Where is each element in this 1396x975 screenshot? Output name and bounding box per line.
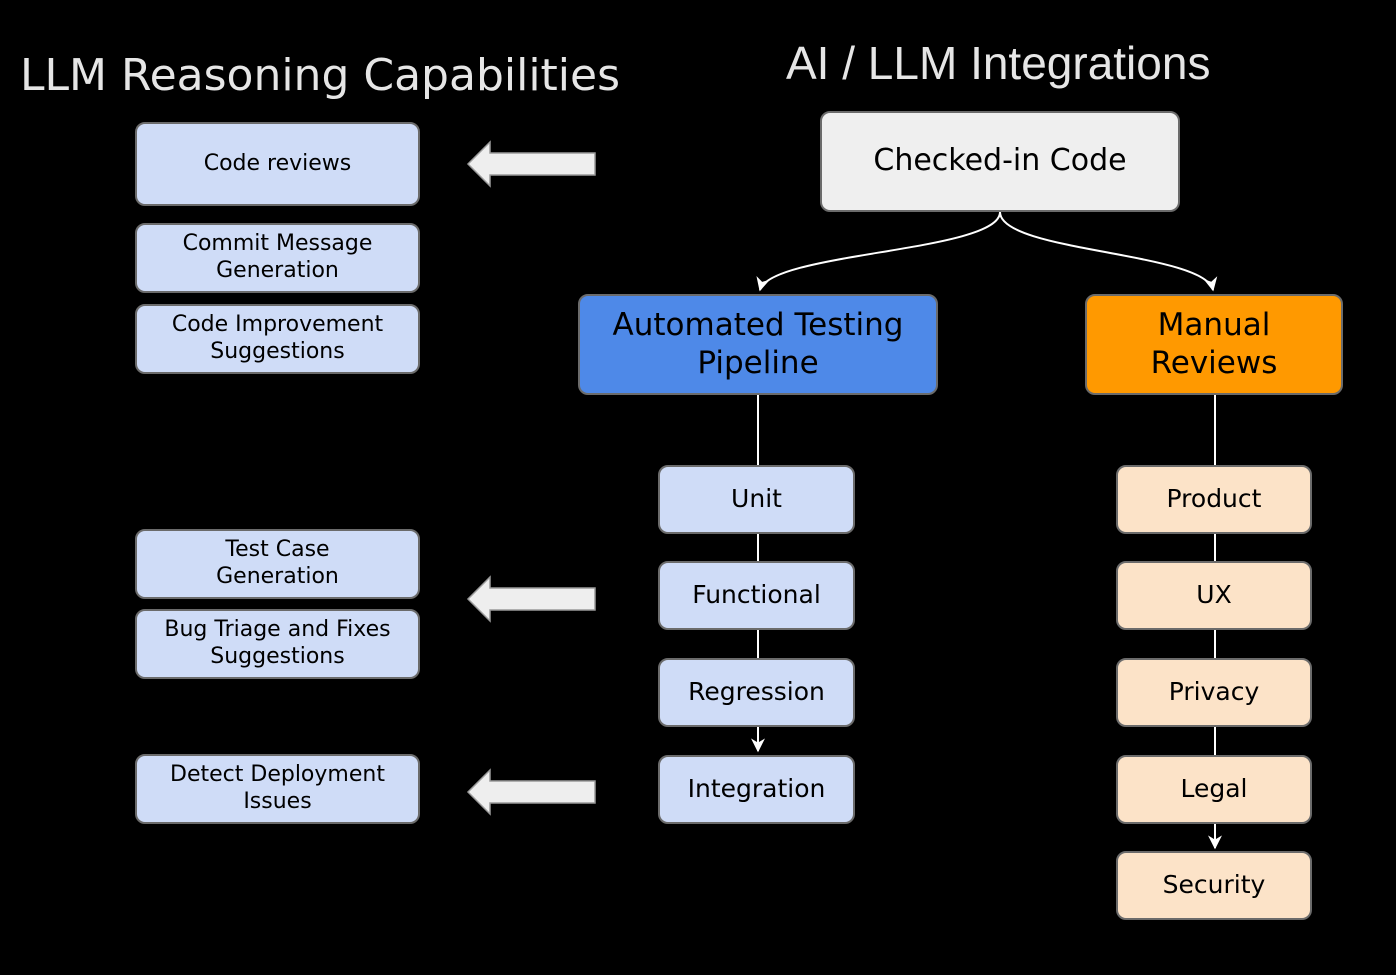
block-arrow-deployment [466, 768, 596, 816]
block-arrow-testing [466, 575, 596, 623]
review-stage-label: Product [1166, 484, 1262, 514]
automated-testing-pipeline-node: Automated Testing Pipeline [578, 294, 938, 395]
test-stage-functional: Functional [658, 561, 855, 630]
llm-capabilities-title: LLM Reasoning Capabilities [20, 50, 621, 101]
review-stage-label: UX [1196, 580, 1232, 610]
test-stage-unit: Unit [658, 465, 855, 534]
capability-label: Commit Message Generation [182, 231, 373, 283]
connector-source-to-pipeline [756, 211, 1001, 292]
capability-code-improvement-suggestions: Code Improvement Suggestions [135, 304, 420, 374]
capability-label: Code reviews [203, 150, 352, 176]
capability-commit-message-generation: Commit Message Generation [135, 223, 420, 293]
checked-in-code-label: Checked-in Code [873, 143, 1127, 179]
review-stage-label: Legal [1180, 774, 1248, 804]
review-stage-privacy: Privacy [1116, 658, 1312, 727]
review-stage-label: Privacy [1168, 677, 1260, 707]
review-stage-security: Security [1116, 851, 1312, 920]
test-stage-regression: Regression [658, 658, 855, 727]
capability-label: Code Improvement Suggestions [171, 312, 384, 364]
manual-reviews-label: Manual Reviews [1150, 306, 1278, 381]
review-stage-product: Product [1116, 465, 1312, 534]
manual-reviews-node: Manual Reviews [1085, 294, 1343, 395]
capability-label: Bug Triage and Fixes Suggestions [164, 617, 391, 669]
integrations-title: AI / LLM Integrations [786, 37, 1211, 89]
review-stage-legal: Legal [1116, 755, 1312, 824]
test-stage-label: Integration [687, 774, 826, 804]
capability-detect-deployment-issues: Detect Deployment Issues [135, 754, 420, 824]
capability-label: Detect Deployment Issues [170, 762, 385, 814]
review-stage-label: Security [1162, 870, 1266, 900]
test-stage-label: Unit [731, 484, 782, 514]
capability-label: Test Case Generation [216, 537, 339, 589]
test-stage-integration: Integration [658, 755, 855, 824]
block-arrow-code-reviews [466, 140, 596, 188]
review-stage-ux: UX [1116, 561, 1312, 630]
connector-source-to-manual [999, 211, 1218, 292]
test-stage-label: Functional [692, 580, 821, 610]
checked-in-code-node: Checked-in Code [820, 111, 1180, 212]
automated-testing-pipeline-label: Automated Testing Pipeline [612, 306, 904, 381]
capability-bug-triage-suggestions: Bug Triage and Fixes Suggestions [135, 609, 420, 679]
capability-code-reviews: Code reviews [135, 122, 420, 206]
test-stage-label: Regression [688, 677, 825, 707]
capability-test-case-generation: Test Case Generation [135, 529, 420, 599]
